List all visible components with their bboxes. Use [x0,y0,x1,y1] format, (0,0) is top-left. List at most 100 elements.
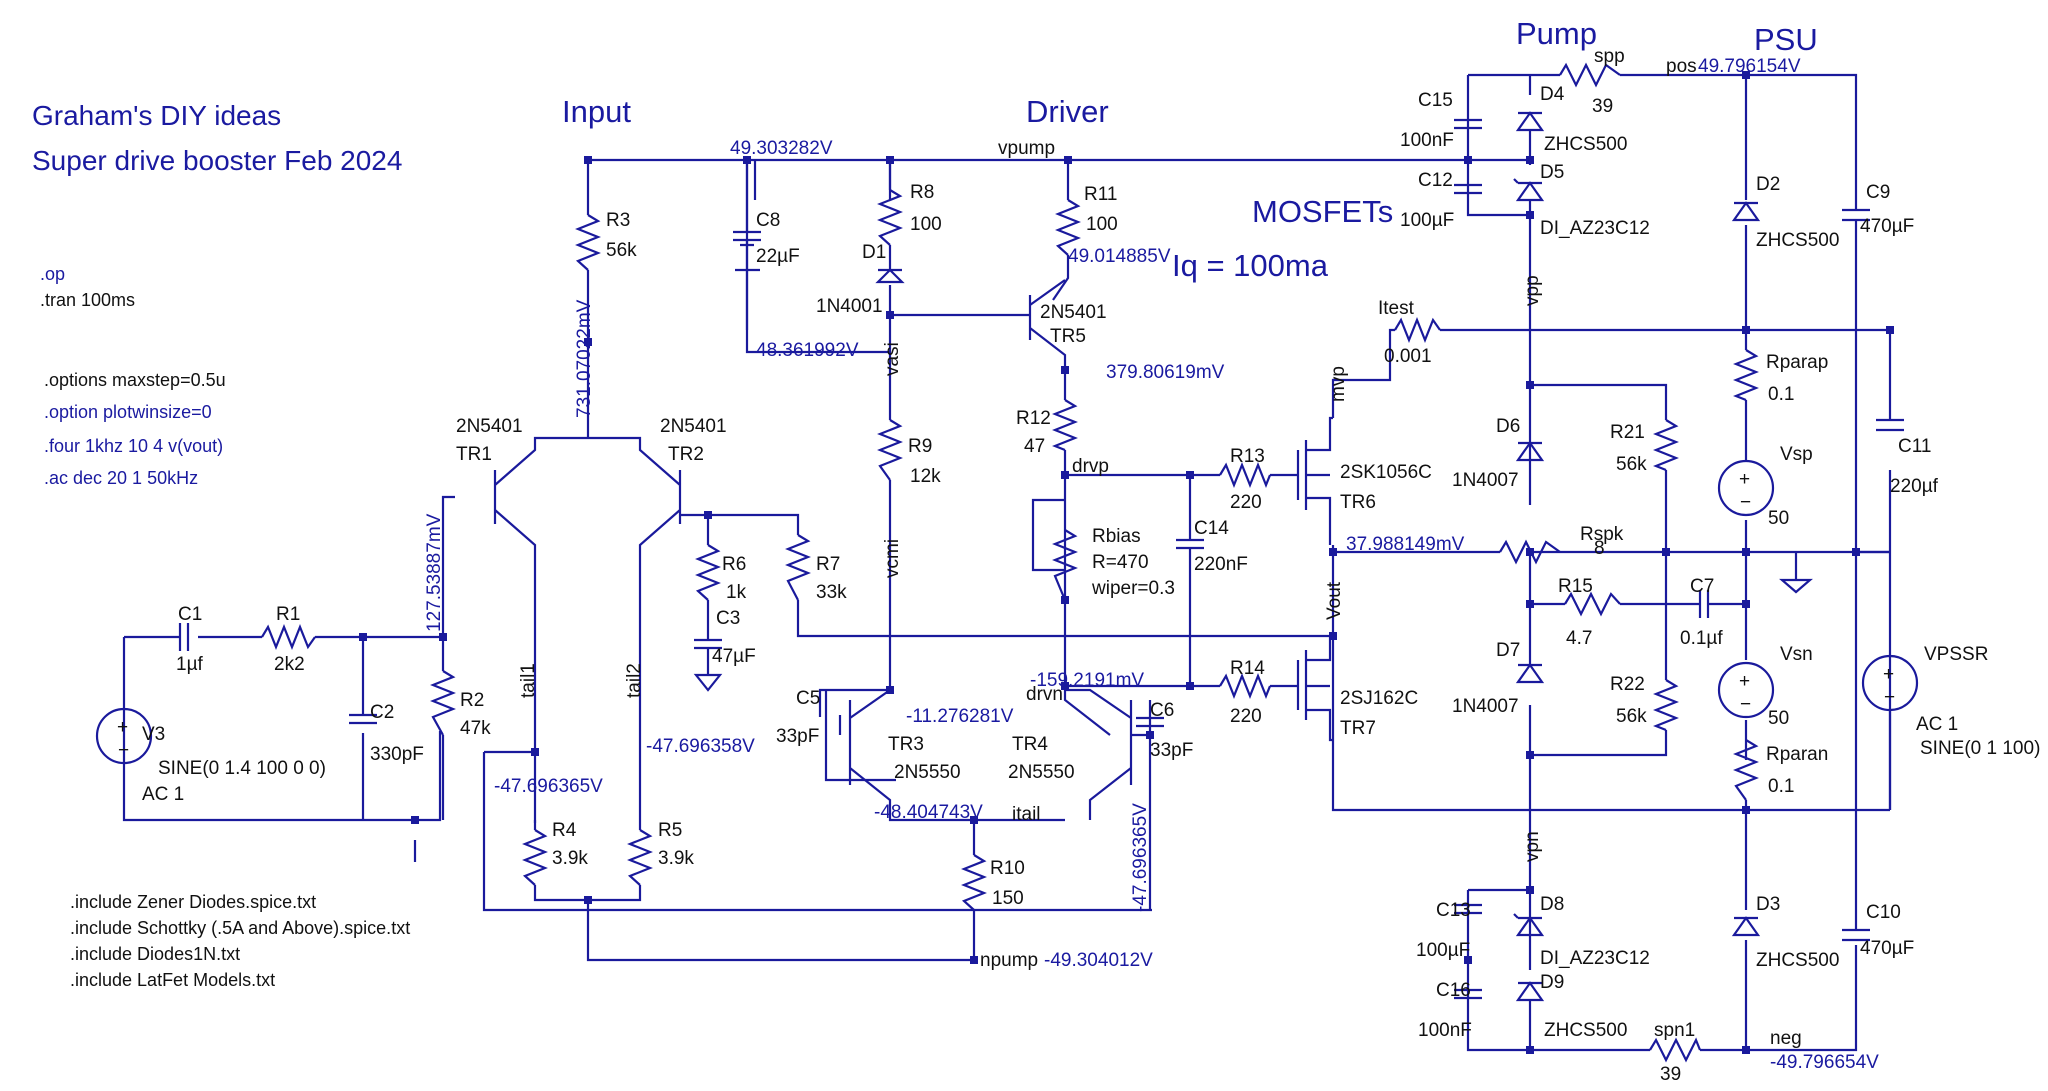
directive-maxstep: .options maxstep=0.5u [44,370,226,390]
c1-name: C1 [178,604,202,625]
directive-tran: .tran 100ms [40,290,135,310]
title-block: Graham's DIY ideas Super drive booster F… [32,100,402,176]
r3-name: R3 [606,210,630,231]
r13-name: R13 [1230,446,1265,467]
net-vpn: vpn [1522,831,1543,862]
net-tail2: tail2 [624,663,645,698]
junction-dot [1526,211,1534,219]
vsn-value: 50 [1768,708,1789,729]
r2-name: R2 [460,690,484,711]
directive-four: .four 1khz 10 4 v(vout) [44,436,223,456]
directive-plotwinsize: .option plotwinsize=0 [44,402,212,422]
section-psu: PSU [1754,22,1818,57]
r22-value: 56k [1616,706,1647,727]
section-headings: Input Driver MOSFETs Iq = 100ma Pump PSU [562,16,1818,283]
r21-symbol [1653,419,1679,472]
r2-symbol [430,670,456,736]
r5-symbol [627,829,653,886]
d4-model: ZHCS500 [1544,134,1627,155]
junction-dot [1526,886,1534,894]
spn1-name: spn1 [1654,1020,1695,1041]
rspk-value: 8 [1594,538,1605,559]
d4-symbol [1515,111,1545,132]
voltage-v14: 37.988149mV [1346,534,1465,555]
c13-value: 100µF [1416,940,1470,961]
net-mvp: mvp [1328,366,1349,402]
net-vasi: vasi [882,342,903,376]
junction-dot [1742,806,1750,814]
voltage-v12: -47.696365V [1130,803,1151,912]
rbias-wiper: wiper=0.3 [1091,578,1175,599]
spn1-value: 39 [1660,1064,1681,1085]
junction-dot [970,816,978,824]
tr4-name: TR4 [1012,734,1048,755]
itest-value: 0.001 [1384,346,1432,367]
net-vpp: vpp [1522,275,1543,306]
svg-text:−: − [1740,492,1751,513]
svg-text:+: + [1739,469,1750,490]
voltage-v13: -49.304012V [1044,950,1153,971]
junction-dot [743,156,751,164]
r14-value: 220 [1230,706,1262,727]
tr5-model: 2N5401 [1040,302,1107,323]
resistors [261,62,1759,1063]
title-line2: Super drive booster Feb 2024 [32,145,402,176]
tr1-model: 2N5401 [456,416,523,437]
net-drvn: drvn [1026,684,1063,705]
r12-value: 47 [1024,436,1045,457]
rbias-name: Rbias [1092,526,1141,547]
d8-symbol [1513,913,1545,937]
d3-name: D3 [1756,894,1780,915]
r22-name: R22 [1610,674,1645,695]
junction-dot [886,156,894,164]
r2-value: 47k [460,718,491,739]
junction-dot [704,511,712,519]
junction-dot [1662,548,1670,556]
svg-text:+: + [117,717,128,738]
d7-model: 1N4007 [1452,696,1519,717]
junction-dot [1186,471,1194,479]
rspk-name: Rspk [1580,524,1624,545]
itest-symbol [1394,317,1441,343]
vsn-symbol [1717,661,1775,719]
c2-name: C2 [370,702,394,723]
d7-symbol [1515,663,1545,684]
itest-name: Itest [1378,298,1415,319]
junction-dot [1464,956,1472,964]
junction-dot [584,896,592,904]
r6-value: 1k [726,582,747,603]
junction-dot [1742,326,1750,334]
r12-symbol [1052,399,1078,452]
c7-name: C7 [1690,576,1714,597]
voltage-v6: 127.53887mV [424,513,445,632]
junction-dot [1329,548,1337,556]
junction-dot [1061,366,1069,374]
section-driver: Driver [1026,94,1109,129]
c6-name: C6 [1150,700,1174,721]
diodes [1513,111,1761,1002]
junction-dot [1742,71,1750,79]
net-labels: vpump drvp drvn itail npump pos neg vasi… [518,56,1802,1049]
r3-value: 56k [606,240,637,261]
r21-value: 56k [1616,454,1647,475]
junction-dot [1742,600,1750,608]
c14-value: 220nF [1194,554,1248,575]
c12-name: C12 [1418,170,1453,191]
r9-value: 12k [910,466,941,487]
r8-symbol [877,189,903,246]
c6-value: 33pF [1150,740,1193,761]
junction-dot [1742,1046,1750,1054]
svg-text:+: + [1883,664,1894,685]
c11-name: C11 [1898,436,1931,457]
junction-dot [1146,731,1154,739]
svg-text:−: − [1740,694,1751,715]
spice-directives: .op .tran 100ms .options maxstep=0.5u .o… [40,264,410,990]
r6-name: R6 [722,554,746,575]
junctions [359,71,1894,1054]
voltage-v2: 49.014885V [1068,246,1171,267]
c9-symbol [1842,208,1870,222]
tr2-name: TR2 [668,444,704,465]
voltage-v11: -159.2191mV [1030,670,1144,691]
c10-value: 470µF [1860,938,1914,959]
r14-symbol [1219,673,1272,699]
